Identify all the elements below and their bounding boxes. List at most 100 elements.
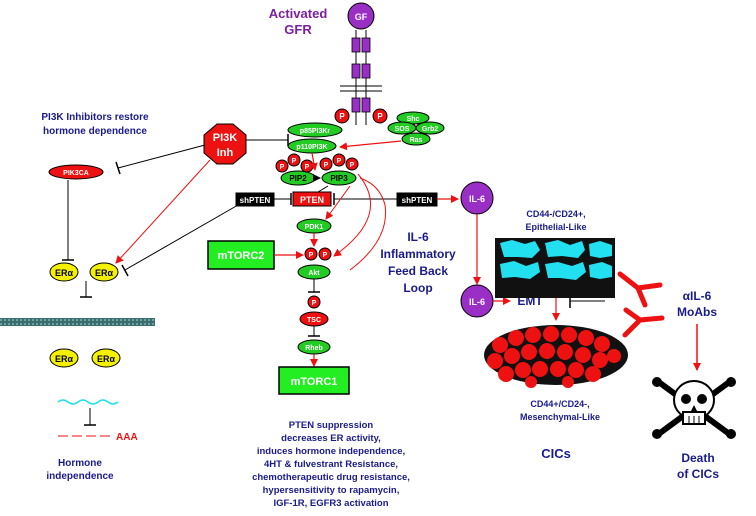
death-line2: of CICs — [677, 467, 719, 481]
svg-text:P: P — [337, 158, 342, 165]
svg-text:p85PI3Kr: p85PI3Kr — [300, 128, 331, 135]
feedback-line3: Feed Back — [388, 264, 448, 278]
pip3-node: PIP3 — [321, 170, 357, 186]
svg-text:Shc: Shc — [407, 116, 420, 123]
svg-text:Rheb: Rheb — [305, 345, 323, 352]
svg-text:PDK1: PDK1 — [305, 224, 324, 231]
receptor-dimer — [340, 30, 382, 125]
svg-text:P: P — [377, 112, 383, 121]
moabs-line1: αIL-6 — [683, 289, 712, 303]
grb2-node: Grb2 — [415, 121, 445, 135]
akt-phosphates: P P — [304, 247, 332, 261]
svg-text:Inh: Inh — [217, 147, 234, 159]
il6-bottom-node: IL-6 — [460, 284, 494, 318]
svg-text:p110PI3K: p110PI3K — [296, 144, 327, 151]
svg-text:P: P — [339, 112, 345, 121]
note-pi3k-line1: PI3K Inhibitors restore — [41, 112, 149, 123]
summary-line: IGF-1R, EGFR3 activation — [273, 498, 388, 509]
arrow-p110-to-pip — [309, 152, 318, 171]
svg-text:ERα: ERα — [55, 354, 74, 364]
pip-phosphates: P P P P P P — [275, 153, 359, 173]
summary-text: PTEN suppression decreases ER activity, … — [252, 420, 410, 509]
moabs-line2: MoAbs — [677, 305, 717, 319]
er-alpha-right-top: ERα — [89, 262, 119, 282]
inhibit-pten-to-pip3 — [317, 185, 329, 193]
summary-line: induces hormone independence, — [257, 446, 405, 457]
svg-text:P: P — [312, 300, 317, 307]
svg-text:ERα: ERα — [55, 268, 74, 278]
shpten-right: shPTEN — [396, 192, 438, 207]
arrow-pi3kinh-to-era — [115, 159, 211, 264]
arrow-pip3-to-akt — [333, 173, 372, 257]
gfr-title-line1: Activated — [269, 6, 328, 21]
rheb-node: Rheb — [297, 339, 331, 355]
svg-text:P: P — [280, 164, 285, 171]
epithelial-line1: CD44-/CD24+, — [526, 209, 585, 219]
p110-node: p110PI3K — [287, 138, 337, 154]
svg-text:P: P — [309, 252, 314, 259]
mtorc2-node: mTORC2 — [207, 240, 275, 270]
svg-text:TSC: TSC — [307, 317, 321, 324]
pten-node: PTEN — [292, 191, 332, 207]
aaa-label: AAA — [116, 432, 138, 443]
skull-crossbones-icon — [652, 377, 736, 439]
phospho-receptor-right: P — [372, 108, 388, 124]
ras-node: Ras — [401, 132, 431, 146]
arrow-ras-to-p110 — [339, 140, 402, 151]
svg-text:SOS: SOS — [395, 126, 410, 133]
svg-text:Grb2: Grb2 — [422, 126, 438, 133]
feedback-line4: Loop — [403, 281, 432, 295]
svg-text:P: P — [292, 158, 297, 165]
arrow-pip3-to-pdk1 — [325, 185, 351, 220]
akt-node: Akt — [297, 264, 331, 280]
pdk1-node: PDK1 — [296, 218, 332, 234]
svg-text:shPTEN: shPTEN — [402, 196, 433, 205]
mrna-wave — [57, 399, 119, 405]
svg-text:Akt: Akt — [308, 270, 320, 277]
svg-text:Ras: Ras — [410, 137, 423, 144]
svg-text:mTORC1: mTORC1 — [291, 376, 338, 388]
svg-text:shPTEN: shPTEN — [240, 196, 271, 205]
svg-text:PIP3: PIP3 — [330, 174, 348, 183]
gfr-title-line2: GFR — [284, 22, 312, 37]
dna-strand — [0, 318, 155, 326]
pik3ca-node: PIK3CA — [48, 164, 104, 180]
epithelial-line2: Epithelial-Like — [525, 222, 586, 232]
svg-text:P: P — [324, 162, 329, 169]
inhibit-pi3k-to-pik3ca — [117, 144, 206, 169]
shc-node: Shc — [396, 111, 430, 125]
summary-line: chemotherapeutic drug resistance, — [252, 472, 410, 483]
summary-line: 4HT & fulvestrant Resistance, — [264, 459, 398, 470]
pip2-node: PIP2 — [280, 170, 316, 186]
svg-text:PI3K: PI3K — [213, 132, 238, 144]
svg-text:P: P — [350, 162, 355, 169]
antibody-upper — [617, 271, 663, 308]
er-alpha-right-bottom: ERα — [91, 348, 121, 368]
svg-text:P: P — [323, 252, 328, 259]
mesenchymal-cells — [484, 325, 628, 388]
svg-text:IL-6: IL-6 — [469, 194, 485, 204]
cics-label: CICs — [541, 446, 571, 461]
er-alpha-left-top: ERα — [49, 262, 79, 282]
gf-ligand: GF — [347, 2, 375, 30]
p85-node: p85PI3Kr — [287, 122, 343, 138]
il6-top-node: IL-6 — [460, 181, 494, 215]
svg-text:mTORC2: mTORC2 — [218, 250, 265, 262]
svg-text:IL-6: IL-6 — [469, 297, 485, 307]
death-line1: Death — [681, 451, 714, 465]
mesenchymal-line1: CD44+/CD24-, — [530, 399, 589, 409]
svg-text:PIP2: PIP2 — [289, 174, 307, 183]
pi3k-inhibitor: PI3K Inh — [203, 123, 247, 165]
svg-text:PTEN: PTEN — [300, 195, 324, 205]
inhibit-shpten-left-to-era — [124, 204, 239, 271]
feedback-line2: Inflammatory — [380, 247, 456, 261]
hormone-indep-line1: Hormone — [58, 458, 102, 469]
shpten-left: shPTEN — [235, 192, 275, 207]
antibody-lower — [622, 307, 665, 338]
svg-text:ERα: ERα — [95, 268, 114, 278]
feedback-line1: IL-6 — [407, 230, 429, 244]
feedback-loop-curve — [349, 177, 387, 271]
epithelial-cells — [495, 238, 615, 298]
gf-label: GF — [355, 12, 368, 22]
